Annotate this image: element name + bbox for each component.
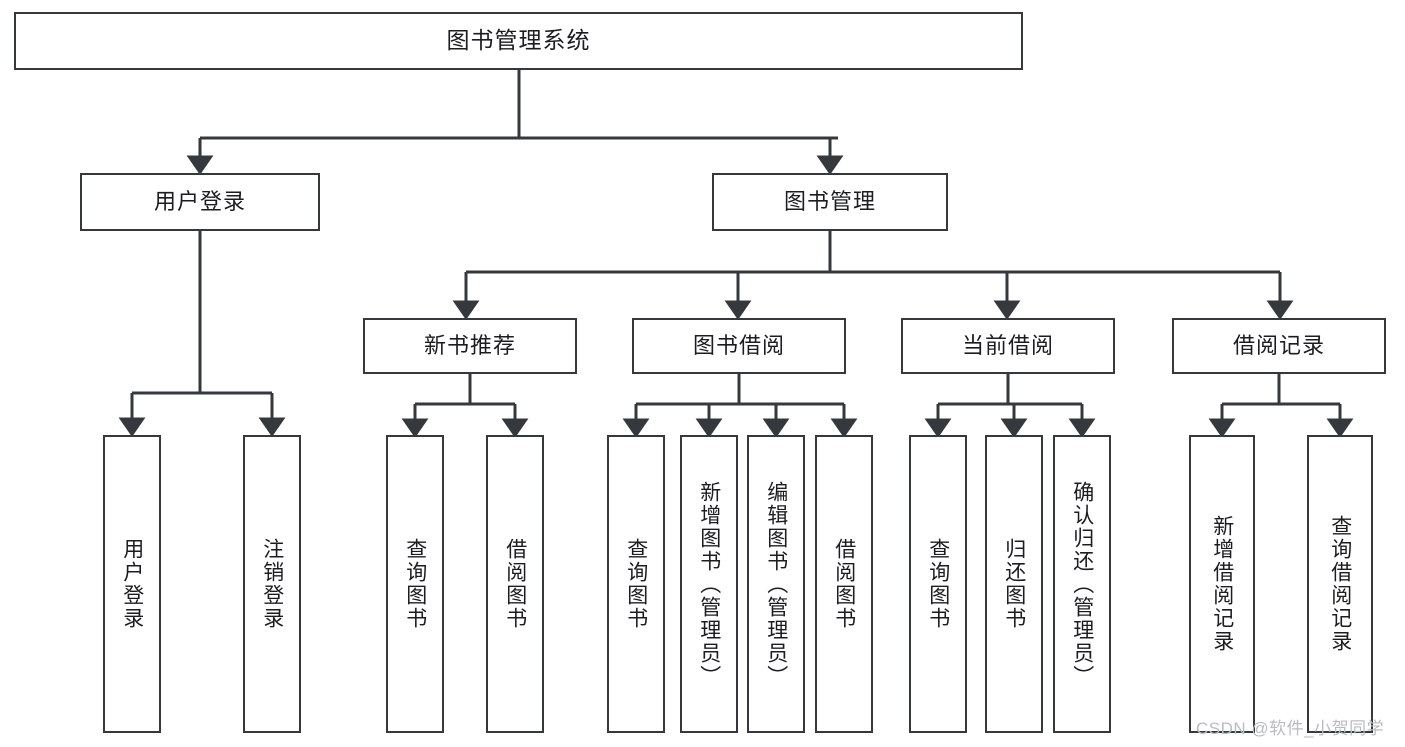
node-label: 借阅图书 (503, 538, 527, 630)
node-label: 当前借阅 (961, 332, 1054, 358)
node-label: 注销登录 (260, 538, 284, 630)
node-leaf-record-query-borrow-record[interactable]: 查询借阅记录 (1307, 435, 1373, 733)
node-label: 确认归还（管理员） (1070, 480, 1094, 688)
node-label: 图书借阅 (692, 332, 785, 358)
node-current-borrow[interactable]: 当前借阅 (901, 318, 1115, 374)
node-user-login[interactable]: 用户登录 (80, 173, 320, 231)
node-label: 查询图书 (926, 538, 950, 630)
node-leaf-borrow-query-book[interactable]: 查询图书 (607, 435, 665, 733)
node-label: 新书推荐 (423, 332, 516, 358)
node-label: 归还图书 (1002, 538, 1026, 630)
node-leaf-user-logout[interactable]: 注销登录 (243, 435, 301, 733)
csdn-watermark: CSDN @软件_小贺同学 (1196, 719, 1385, 738)
node-label: 查询图书 (403, 538, 427, 630)
node-leaf-current-confirm-return-admin[interactable]: 确认归还（管理员） (1053, 435, 1111, 733)
node-borrow-record[interactable]: 借阅记录 (1172, 318, 1386, 374)
node-label: 查询图书 (624, 538, 648, 630)
node-label: 查询借阅记录 (1328, 515, 1352, 653)
node-leaf-recommend-query-book[interactable]: 查询图书 (386, 435, 444, 733)
node-leaf-current-query-book[interactable]: 查询图书 (909, 435, 967, 733)
node-root-book-management-system[interactable]: 图书管理系统 (14, 12, 1023, 70)
node-leaf-borrow-edit-book-admin[interactable]: 编辑图书（管理员） (747, 435, 805, 733)
node-new-book-recommend[interactable]: 新书推荐 (363, 318, 577, 374)
node-leaf-recommend-borrow-book[interactable]: 借阅图书 (486, 435, 544, 733)
node-label: 借阅图书 (832, 538, 856, 630)
node-label: 图书管理 (783, 188, 876, 214)
node-label: 用户登录 (153, 188, 246, 214)
node-label: 新增借阅记录 (1210, 515, 1234, 653)
node-label: 新增图书（管理员） (697, 480, 721, 688)
node-leaf-borrow-add-book-admin[interactable]: 新增图书（管理员） (680, 435, 738, 733)
node-leaf-borrow-lend-book[interactable]: 借阅图书 (815, 435, 873, 733)
node-leaf-record-add-borrow-record[interactable]: 新增借阅记录 (1189, 435, 1255, 733)
node-label: 编辑图书（管理员） (764, 480, 788, 688)
node-leaf-user-login[interactable]: 用户登录 (103, 435, 161, 733)
node-label: 用户登录 (120, 538, 144, 630)
node-book-manage[interactable]: 图书管理 (712, 173, 948, 231)
node-leaf-current-return-book[interactable]: 归还图书 (985, 435, 1043, 733)
node-book-borrow[interactable]: 图书借阅 (632, 318, 846, 374)
node-label: 借阅记录 (1232, 332, 1325, 358)
node-label: 图书管理系统 (446, 27, 591, 54)
